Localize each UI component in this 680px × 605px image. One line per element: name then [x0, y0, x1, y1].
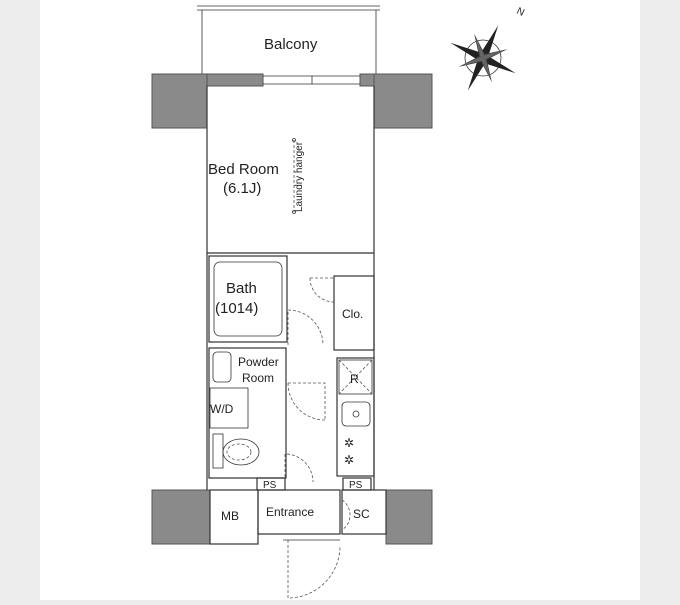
mb-label: MB — [221, 509, 239, 523]
fridge-label: R — [350, 372, 359, 386]
compass-rose-icon: N — [450, 6, 526, 91]
stove-burner-icon: ✲ — [344, 436, 354, 450]
powder-room-label-1: Powder — [238, 355, 279, 369]
powder-room-label-2: Room — [242, 371, 274, 385]
shoe-closet: SC — [341, 489, 387, 535]
bedroom-label: Bed Room — [208, 161, 279, 178]
bedroom: Bed Room (6.1J) Laundry hanger — [208, 138, 305, 214]
laundry-hanger-label: Laundry hanger — [294, 141, 305, 212]
floorplan-canvas: Balcony Bed Room (6.1J) Laundry hanger B… — [40, 0, 640, 600]
compass-north-label: N — [515, 6, 526, 19]
balcony: Balcony — [197, 5, 380, 74]
ps-left-label: PS — [263, 480, 277, 491]
bath-size: (1014) — [215, 300, 258, 317]
ps-right-label: PS — [349, 480, 363, 491]
bedroom-size: (6.1J) — [223, 180, 261, 197]
pipe-spaces: PS PS — [256, 477, 372, 491]
kitchen: R ✲ ✲ — [336, 357, 375, 477]
balcony-label: Balcony — [264, 36, 318, 53]
stove-burner-icon: ✲ — [344, 453, 354, 467]
washer-dryer-label: W/D — [210, 402, 234, 416]
sc-label: SC — [353, 507, 370, 521]
bath-label: Bath — [226, 280, 257, 297]
closet: Clo. — [333, 275, 375, 351]
entrance: Entrance — [257, 489, 341, 599]
exterior-walls — [151, 73, 433, 545]
door-swings — [284, 277, 335, 483]
meter-box: MB — [209, 489, 259, 545]
powder-room: Powder Room W/D — [208, 347, 287, 479]
closet-label: Clo. — [342, 307, 363, 321]
entrance-label: Entrance — [266, 505, 314, 519]
floorplan-drawing: Balcony Bed Room (6.1J) Laundry hanger B… — [151, 5, 526, 599]
bath: Bath (1014) — [208, 255, 288, 343]
balcony-window — [263, 75, 360, 85]
